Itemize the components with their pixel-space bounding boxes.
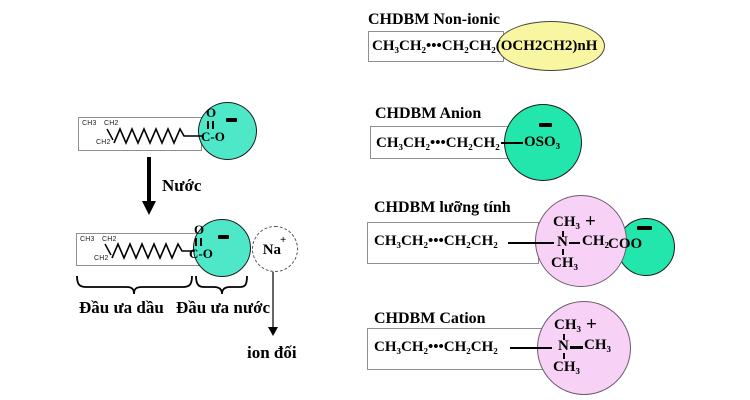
carboxylate-head-circle-bottom — [193, 219, 251, 277]
nonionic-chain: CH₃CH₂•••CH₂CH₂ — [372, 38, 496, 54]
counter-ion-arrow-icon — [268, 272, 278, 336]
anion-chain-box — [370, 126, 511, 159]
bond-line-icon — [501, 142, 523, 144]
chain-label-ch3: CH3 — [82, 120, 97, 127]
sodium-ion-circle: Na+ — [252, 226, 298, 272]
cation-ch3-bottom: CH₃ — [553, 359, 580, 375]
nonionic-formula: CH₃CH₂•••CH₂CH₂(OCH2CH2)nH — [372, 38, 597, 55]
minus-charge-icon — [637, 226, 652, 230]
bond-line-icon — [510, 347, 552, 349]
bond-line-icon — [569, 242, 580, 244]
amphoteric-ch3-bottom: CH₃ — [551, 255, 578, 271]
amphoteric-ch3-top: CH₃ — [553, 214, 580, 230]
head-brace-icon — [195, 275, 248, 295]
anion-head-group: OSO₃ — [524, 134, 561, 150]
plus-charge-icon: + — [280, 234, 287, 246]
section-title-amphoteric: CHDBM lưỡng tính — [374, 199, 511, 216]
nonionic-head-group: (OCH2CH2)nH — [495, 38, 598, 54]
carboxyl-oxygen: O — [194, 222, 205, 237]
anion-chain: CH₃CH₂•••CH₂CH₂ — [376, 135, 500, 151]
carboxyl-co: C-O — [189, 246, 213, 261]
counter-ion-label: ion đối — [247, 343, 297, 362]
chain-label-ch2-lower: CH2 — [94, 255, 109, 262]
amphoteric-nitrogen: N — [557, 234, 568, 250]
sodium-ion-symbol: Na+ — [262, 234, 287, 258]
head-label: Đầu ưa nước — [176, 298, 271, 317]
water-label: Nước — [162, 176, 202, 195]
bond-line-icon — [570, 346, 583, 349]
chain-label-ch2-lower: CH2 — [96, 139, 111, 146]
cation-chain-box — [367, 328, 544, 370]
section-title-cation: CHDBM Cation — [374, 310, 486, 327]
tail-brace-icon — [76, 275, 193, 295]
alkyl-zigzag-chain-icon — [104, 241, 195, 261]
chain-label-ch3: CH3 — [80, 236, 95, 243]
bond-line-icon — [508, 242, 554, 244]
section-title-anion: CHDBM Anion — [375, 105, 482, 122]
carboxyl-oxygen: O — [206, 105, 217, 120]
double-bond-icon — [207, 121, 214, 129]
cation-nitrogen: N — [558, 338, 569, 354]
nonionic-chain-box — [368, 31, 504, 62]
bond-tick-icon — [563, 334, 565, 340]
carboxyl-co: C-O — [201, 129, 225, 144]
plus-charge-icon: + — [586, 314, 597, 335]
chain-label-ch2: CH2 — [102, 236, 117, 243]
cation-chain: CH₃CH₂•••CH₂CH₂ — [374, 339, 498, 355]
amphoteric-ch2: CH₂ — [582, 233, 609, 249]
bond-tick-icon — [563, 353, 565, 359]
cation-ch3-right: CH₃ — [584, 337, 611, 353]
minus-charge-icon — [539, 123, 552, 127]
cation-head-circle — [537, 301, 631, 395]
minus-charge-icon — [218, 235, 229, 239]
amphoteric-head-circle — [535, 195, 627, 287]
alkyl-zigzag-chain-icon — [106, 126, 203, 146]
chain-label-ch2: CH2 — [104, 120, 119, 127]
nonionic-head-ellipse — [497, 21, 605, 71]
amphoteric-coo: COO — [608, 236, 643, 252]
double-bond-icon — [195, 238, 202, 246]
tail-box-bottom — [76, 233, 200, 266]
section-title-nonionic: CHDBM Non-ionic — [368, 11, 500, 28]
minus-charge-icon — [226, 118, 237, 122]
bond-tick-icon — [562, 231, 564, 237]
plus-charge-icon: + — [585, 211, 596, 232]
carboxylate-head-circle-top — [198, 102, 257, 160]
bond-tick-icon — [562, 249, 564, 255]
tail-box-top — [78, 117, 202, 151]
cation-ch3-top: CH₃ — [554, 317, 581, 333]
tail-label: Đầu ưa dầu — [79, 298, 164, 317]
down-arrow-icon — [142, 157, 156, 215]
amphoteric-chain: CH₃CH₂•••CH₂CH₂ — [374, 233, 498, 249]
